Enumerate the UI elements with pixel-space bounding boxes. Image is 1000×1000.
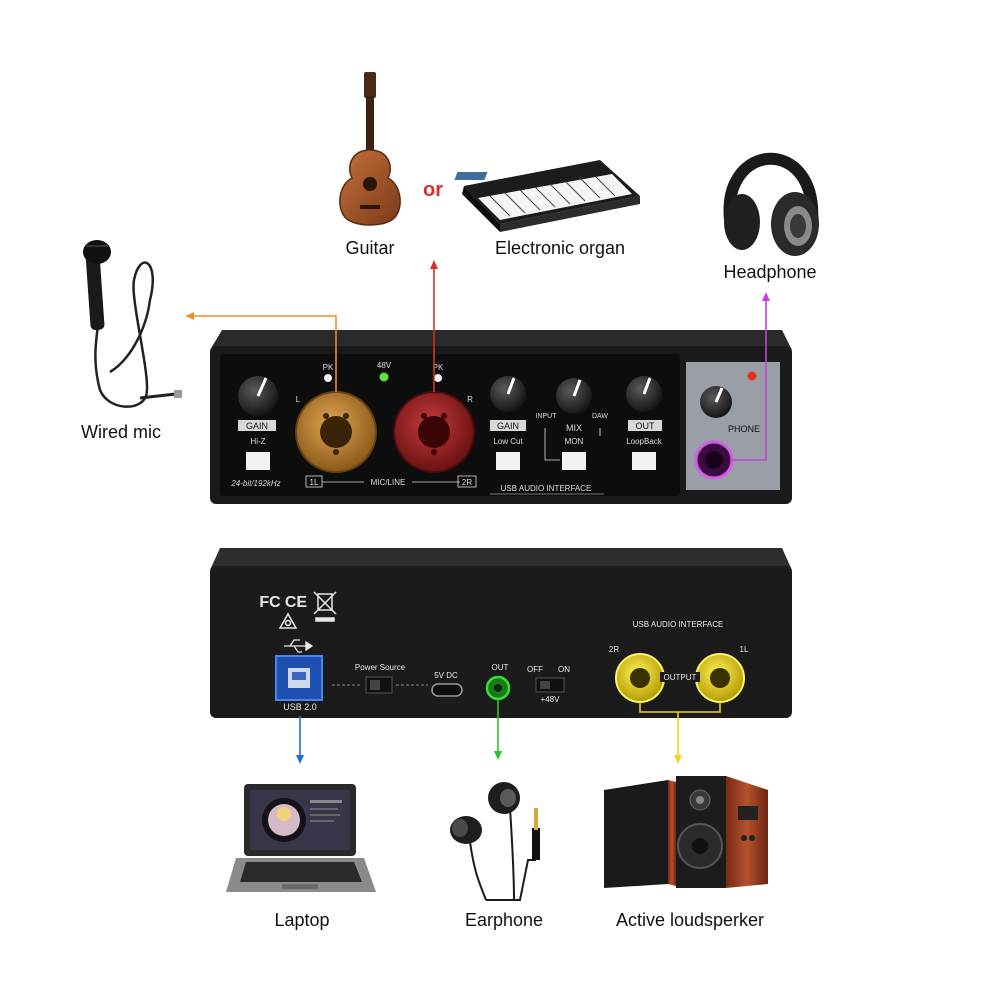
back-out-label: OUT xyxy=(492,663,509,672)
usb-label: USB 2.0 xyxy=(283,702,317,712)
loudspeaker-icon xyxy=(604,776,768,888)
back-ch1-label: 1L xyxy=(740,645,749,654)
active-loudspeaker-caption: Active loudsperker xyxy=(615,910,765,930)
back-ch2-label: 2R xyxy=(609,645,619,654)
phone-label: PHONE xyxy=(728,424,760,434)
low-cut-button[interactable] xyxy=(496,452,520,470)
mic-line-label: MIC/LINE xyxy=(371,478,406,487)
output-label: OUTPUT xyxy=(664,673,697,682)
out-label: OUT xyxy=(636,421,656,431)
guitar-icon xyxy=(339,72,401,226)
loopback-label: LoopBack xyxy=(626,437,663,446)
gain-left-label: GAIN xyxy=(246,421,268,431)
on-label: ON xyxy=(558,665,570,674)
wired-mic-icon xyxy=(83,240,182,408)
hi-z-label: Hi-Z xyxy=(250,437,265,446)
usb-symbol-icon xyxy=(284,639,314,653)
laptop-caption: Laptop xyxy=(274,910,330,930)
weee-icon xyxy=(313,591,337,622)
cert-ce-label: CE xyxy=(285,594,308,611)
front-panel-device: GAIN Hi-Z 24-bit/192kHz PK 48V PK L R 1L… xyxy=(210,330,792,504)
gain-right-label: GAIN xyxy=(497,421,519,431)
yellow-arrow xyxy=(639,702,721,764)
red-arrow xyxy=(430,260,438,392)
earphone-caption: Earphone xyxy=(464,910,544,930)
low-cut-label: Low Cut xyxy=(493,437,523,446)
wired-mic-caption: Wired mic xyxy=(81,422,161,442)
headphone-caption: Headphone xyxy=(723,262,817,282)
rcm-icon xyxy=(278,612,298,629)
headphone-icon xyxy=(723,152,819,256)
cert-fc-label: FC xyxy=(259,594,281,611)
48v-label: 48V xyxy=(377,361,392,370)
blue-arrow xyxy=(296,716,304,764)
ch1-label: 1L xyxy=(310,478,319,487)
off-label: OFF xyxy=(527,665,543,674)
orange-arrow xyxy=(186,312,337,392)
loopback-button[interactable] xyxy=(632,452,656,470)
pk-left-label: PK xyxy=(323,363,334,372)
mon-button[interactable] xyxy=(562,452,586,470)
electronic-organ-icon xyxy=(454,160,640,232)
power-source-label: Power Source xyxy=(355,663,406,672)
back-usb-audio-interface-label: USB AUDIO INTERFACE xyxy=(633,620,724,629)
dc-label: 5V DC xyxy=(434,671,458,680)
green-arrow xyxy=(494,700,502,760)
guitar-caption: Guitar xyxy=(345,238,395,258)
spec-label: 24-bit/192kHz xyxy=(230,479,280,488)
daw-label: DAW xyxy=(592,413,608,420)
input-label: INPUT xyxy=(536,413,558,420)
magenta-arrow xyxy=(730,292,770,461)
electronic-organ-caption: Electronic organ xyxy=(494,238,626,258)
laptop-icon xyxy=(226,784,376,892)
phantom-label: +48V xyxy=(541,695,561,704)
hi-z-button[interactable] xyxy=(246,452,270,470)
usb-c-port[interactable] xyxy=(431,683,463,697)
mix-label: MIX xyxy=(566,423,582,433)
front-usb-audio-interface-label: USB AUDIO INTERFACE xyxy=(501,484,592,493)
or-text: or xyxy=(423,179,443,201)
l-label: L xyxy=(296,395,301,404)
ch2-label: 2R xyxy=(462,478,472,487)
pk-right-label: PK xyxy=(433,363,444,372)
earphone-icon xyxy=(450,782,540,901)
back-panel-device: FC CE USB 2.0 Power Source 5V DC OUT OFF… xyxy=(210,548,792,718)
mon-label: MON xyxy=(565,437,584,446)
r-label: R xyxy=(467,395,473,404)
